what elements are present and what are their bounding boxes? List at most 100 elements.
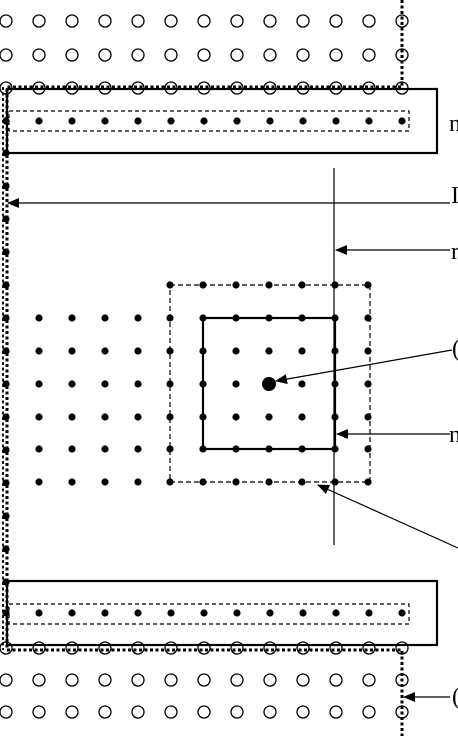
grid-dot bbox=[68, 478, 76, 486]
open-circle bbox=[230, 673, 244, 687]
grid-dot bbox=[101, 314, 109, 322]
strip-dot bbox=[398, 117, 406, 125]
open-circle bbox=[329, 673, 343, 687]
label-inner-square: n bbox=[449, 422, 458, 448]
strip-dot bbox=[266, 117, 274, 125]
open-circle bbox=[32, 641, 46, 655]
window-dot bbox=[232, 347, 240, 355]
open-circle bbox=[263, 48, 277, 62]
open-circle bbox=[0, 14, 13, 28]
interior-dot-grid bbox=[35, 314, 142, 486]
open-circle bbox=[65, 705, 79, 719]
grid-dot bbox=[101, 478, 109, 486]
strip-dot bbox=[299, 609, 307, 617]
open-circle bbox=[32, 48, 46, 62]
strip-dot bbox=[233, 117, 241, 125]
top-strip-dashed-inner bbox=[8, 110, 410, 132]
grid-dot bbox=[68, 380, 76, 388]
grid-dot bbox=[134, 478, 142, 486]
open-circle bbox=[164, 641, 178, 655]
open-circle bbox=[230, 705, 244, 719]
top-strip-box bbox=[5, 87, 439, 155]
open-circle bbox=[32, 673, 46, 687]
open-circle bbox=[362, 673, 376, 687]
open-circle bbox=[395, 14, 409, 28]
open-circle bbox=[131, 673, 145, 687]
open-circle bbox=[65, 641, 79, 655]
open-circle bbox=[0, 48, 13, 62]
open-circle bbox=[362, 641, 376, 655]
grid-dot bbox=[35, 380, 43, 388]
grid-dot bbox=[134, 380, 142, 388]
open-circle bbox=[197, 673, 211, 687]
window-dot bbox=[265, 413, 273, 421]
label-left-boundary: I bbox=[451, 183, 458, 209]
open-circle bbox=[32, 14, 46, 28]
window-dot bbox=[298, 380, 306, 388]
open-circle bbox=[98, 705, 112, 719]
strip-dot bbox=[35, 609, 43, 617]
strip-dot bbox=[299, 117, 307, 125]
strip-dot bbox=[167, 609, 175, 617]
window-dot bbox=[232, 413, 240, 421]
open-circle bbox=[329, 14, 343, 28]
inner-solid-square bbox=[201, 316, 337, 451]
open-circle bbox=[98, 48, 112, 62]
strip-dot bbox=[200, 609, 208, 617]
window-dot-grid bbox=[166, 281, 372, 486]
open-circle bbox=[197, 14, 211, 28]
open-circle bbox=[164, 673, 178, 687]
open-circle bbox=[197, 641, 211, 655]
open-circle bbox=[197, 705, 211, 719]
label-vertical-line: r bbox=[451, 239, 458, 265]
strip-dot bbox=[332, 117, 340, 125]
open-circle bbox=[65, 48, 79, 62]
open-circle bbox=[98, 641, 112, 655]
strip-dot bbox=[332, 609, 340, 617]
open-circle bbox=[164, 14, 178, 28]
window-dot bbox=[298, 413, 306, 421]
window-dot bbox=[298, 347, 306, 355]
open-circle bbox=[296, 673, 310, 687]
grid-dot bbox=[35, 413, 43, 421]
grid-dot bbox=[101, 380, 109, 388]
open-circle bbox=[362, 48, 376, 62]
grid-dot bbox=[68, 347, 76, 355]
open-circle bbox=[296, 641, 310, 655]
window-dot bbox=[265, 347, 273, 355]
strip-dot bbox=[233, 609, 241, 617]
open-circle bbox=[263, 641, 277, 655]
grid-dot bbox=[35, 347, 43, 355]
bottom-strip-dashed-inner bbox=[8, 603, 410, 625]
window-dot bbox=[166, 413, 174, 421]
open-circle bbox=[263, 673, 277, 687]
open-circle bbox=[296, 705, 310, 719]
open-circle bbox=[98, 673, 112, 687]
open-circle bbox=[263, 705, 277, 719]
strip-dot bbox=[365, 117, 373, 125]
open-circle bbox=[230, 48, 244, 62]
window-dot bbox=[166, 445, 174, 453]
window-dot bbox=[232, 380, 240, 388]
center-point-large-dot bbox=[262, 377, 276, 391]
strip-dot bbox=[200, 117, 208, 125]
strip-dot bbox=[365, 609, 373, 617]
strip-dot bbox=[134, 609, 142, 617]
open-circle bbox=[296, 48, 310, 62]
label-top-strip: n bbox=[449, 111, 458, 137]
open-circle bbox=[32, 705, 46, 719]
strip-dot bbox=[101, 609, 109, 617]
open-circle bbox=[0, 673, 13, 687]
grid-dot bbox=[134, 413, 142, 421]
strip-dot bbox=[167, 117, 175, 125]
arrow-center-point bbox=[275, 349, 453, 385]
strip-dot bbox=[35, 117, 43, 125]
strip-dot bbox=[101, 117, 109, 125]
grid-dot bbox=[68, 314, 76, 322]
open-circle bbox=[131, 705, 145, 719]
open-circle bbox=[65, 673, 79, 687]
window-dot bbox=[166, 380, 174, 388]
strip-dot bbox=[398, 609, 406, 617]
grid-dot bbox=[68, 445, 76, 453]
open-circle bbox=[131, 14, 145, 28]
